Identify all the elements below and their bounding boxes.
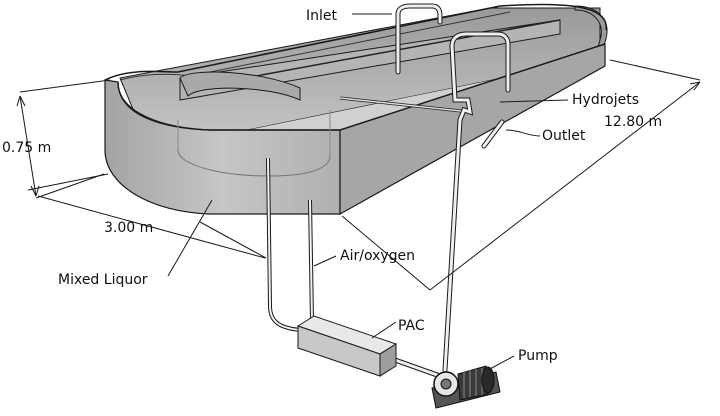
inner-curved-baffle <box>179 71 301 101</box>
hydrojets-label: Hydrojets <box>572 92 639 108</box>
pump-unit <box>431 365 501 409</box>
pump-leader <box>487 355 515 371</box>
leader-lines <box>167 13 569 371</box>
mixed-liquor-leader <box>167 199 213 277</box>
width-label: 3.00 m <box>104 220 153 236</box>
dimension-lines <box>16 59 701 291</box>
inlet-label: Inlet <box>306 8 338 24</box>
pump-label: Pump <box>518 348 558 364</box>
height-dimension-line <box>19 79 111 197</box>
air-oxygen-leader <box>313 255 337 267</box>
width-dimension-line <box>35 173 267 259</box>
pipework <box>266 3 511 379</box>
outlet-label: Outlet <box>542 128 586 144</box>
height-label: 0.75 m <box>2 140 51 156</box>
mixed-liquor-label: Mixed Liquor <box>58 272 148 288</box>
length-label: 12.80 m <box>604 114 662 130</box>
raceway-tank <box>104 3 608 216</box>
pac-label: PAC <box>398 318 425 334</box>
pac-leader <box>371 321 397 339</box>
air-oxygen-label: Air/oxygen <box>340 248 415 264</box>
length-dimension-line <box>341 59 701 291</box>
pac-unit <box>296 315 398 377</box>
hydrojets-leader <box>499 99 569 103</box>
tank-top-rim <box>104 3 607 81</box>
outlet-leader <box>505 129 541 137</box>
